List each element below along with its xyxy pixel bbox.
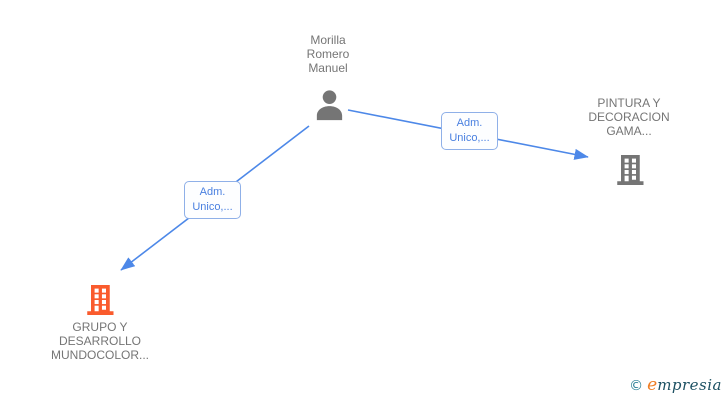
edge-label-adm-unico-pintura[interactable]: Adm. Unico,... <box>441 112 498 150</box>
brand-initial: e <box>647 375 658 395</box>
node-label-line: PINTURA Y <box>597 96 661 110</box>
edge-label-line: Adm. <box>199 186 226 198</box>
node-label-line: Romero <box>306 47 350 61</box>
edge-label-line: Unico,... <box>449 132 490 144</box>
building-icon[interactable] <box>82 282 118 318</box>
node-label-line: GRUPO Y <box>72 320 128 334</box>
edge-label-adm-unico-grupo[interactable]: Adm. Unico,... <box>184 181 241 219</box>
node-label-line: Manuel <box>308 61 348 75</box>
node-label-line: Morilla <box>310 33 346 47</box>
node-label-pintura-y-decoracion-gama[interactable]: PINTURA Y DECORACION GAMA... <box>588 96 669 138</box>
node-label-grupo-y-desarrollo-mundocolor[interactable]: GRUPO Y DESARROLLO MUNDOCOLOR... <box>51 320 149 362</box>
node-label-line: MUNDOCOLOR... <box>50 348 150 362</box>
person-icon[interactable] <box>311 87 348 124</box>
node-label-line: DECORACION <box>588 110 670 124</box>
node-label-morilla-romero-manuel[interactable]: Morilla Romero Manuel <box>307 33 350 75</box>
node-label-line: GAMA... <box>606 124 652 138</box>
building-icon[interactable] <box>612 152 648 188</box>
copyright-icon: © <box>629 378 644 394</box>
edge-label-line: Unico,... <box>192 201 233 213</box>
empresia-logo: ©empresia <box>629 375 722 395</box>
node-label-line: DESARROLLO <box>58 334 142 348</box>
edge-label-line: Adm. <box>456 117 483 129</box>
brand-name: mpresia <box>657 376 722 394</box>
